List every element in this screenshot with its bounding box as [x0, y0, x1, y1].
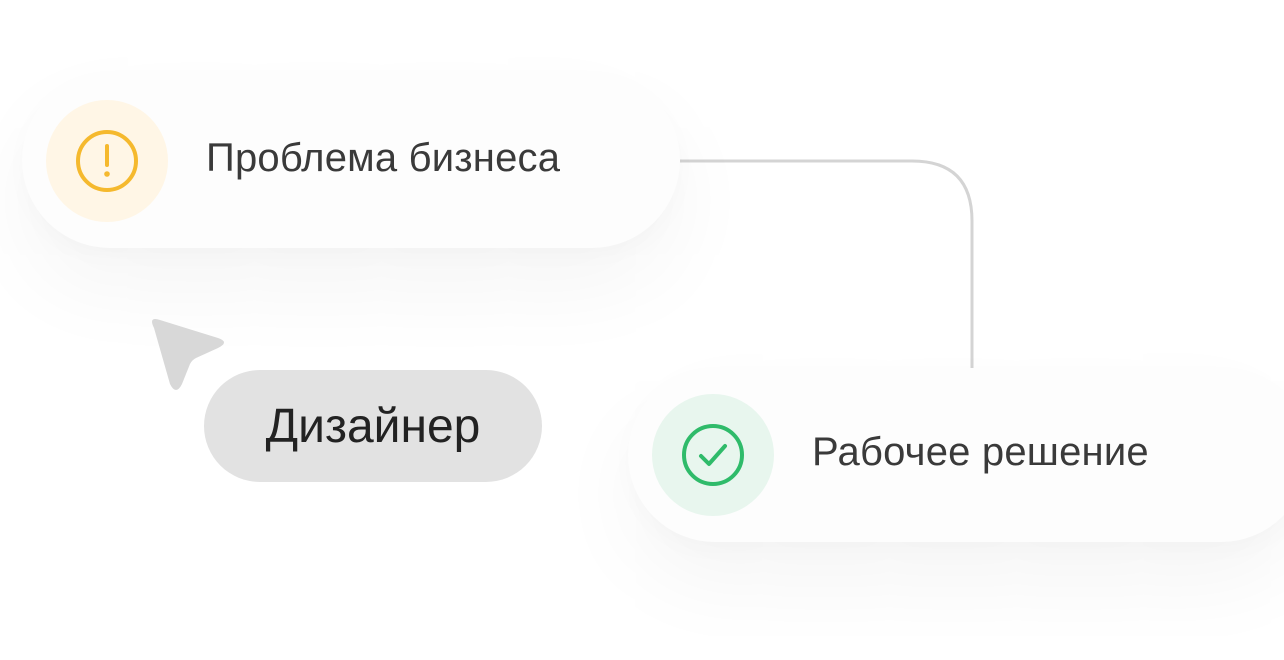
check-circle-icon	[652, 394, 774, 516]
designer-tag-label: Дизайнер	[265, 399, 481, 453]
pointer-arrow-icon	[152, 319, 224, 390]
problem-card: Проблема бизнеса	[22, 72, 680, 248]
solution-card: Рабочее решение	[628, 368, 1284, 542]
alert-circle-icon	[46, 100, 168, 222]
problem-card-label: Проблема бизнеса	[206, 136, 561, 180]
solution-card-label: Рабочее решение	[812, 430, 1149, 474]
designer-tag: Дизайнер	[204, 370, 542, 482]
